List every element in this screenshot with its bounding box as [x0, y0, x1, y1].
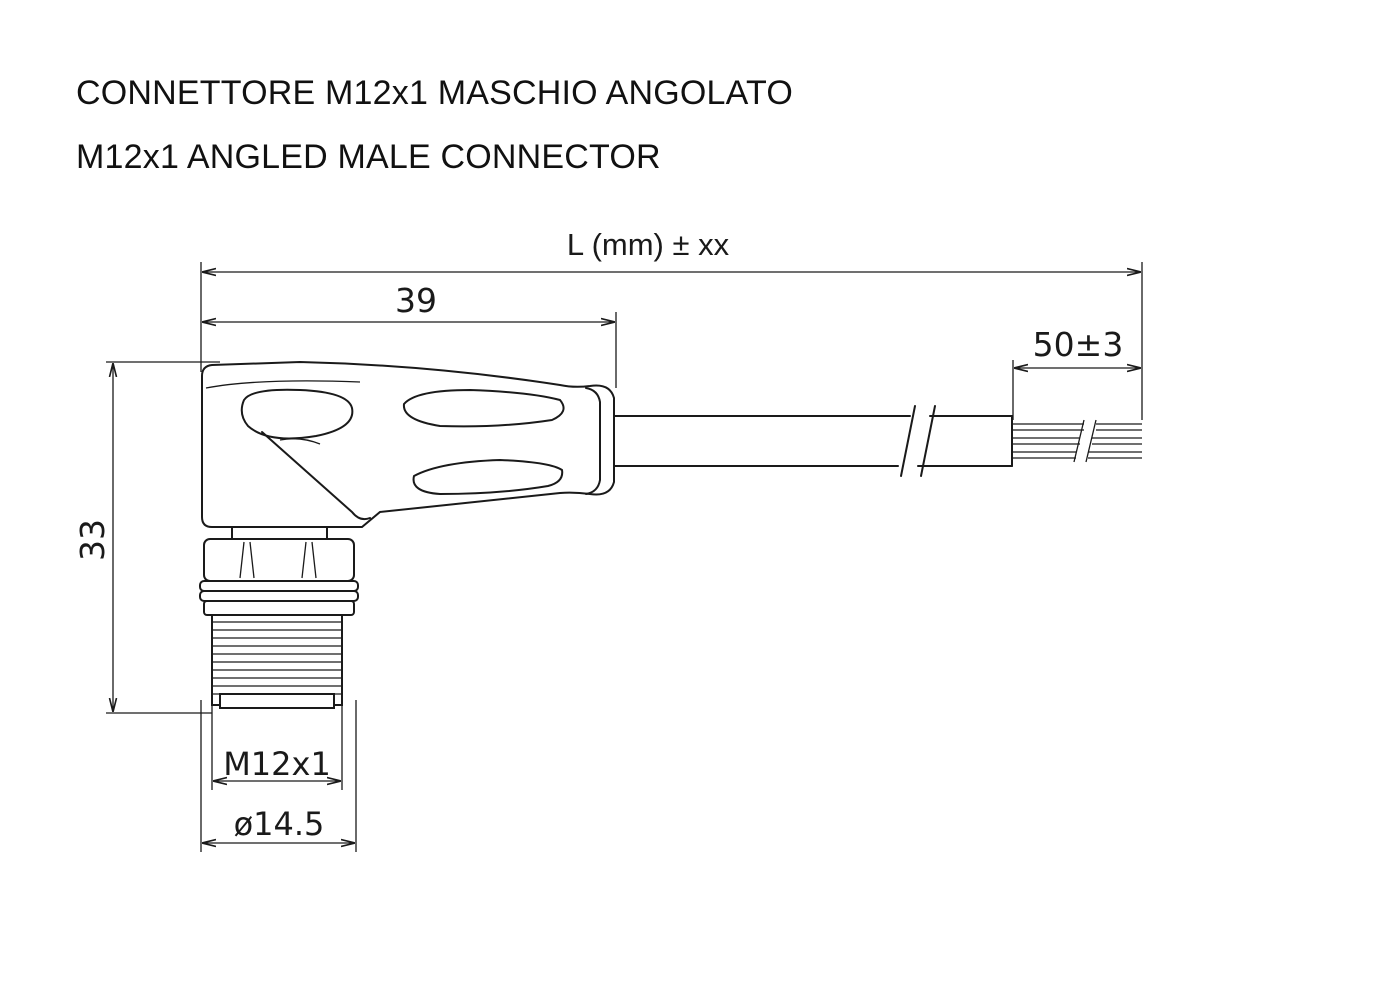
label-body-length: 39 [395, 281, 437, 320]
cable [611, 405, 1013, 477]
label-height: 33 [73, 519, 112, 561]
dimension-thread: M12x1 [214, 745, 340, 783]
coupling-nut [199, 526, 359, 616]
dimension-stripped-length: 50±3 [1015, 325, 1140, 368]
title-english: M12x1 ANGLED MALE CONNECTOR [76, 138, 661, 176]
label-diameter: ø14.5 [234, 805, 325, 843]
dimension-total-length: L (mm) ± xx [203, 227, 1140, 272]
label-total-length: L (mm) ± xx [567, 227, 730, 262]
wires [1012, 419, 1142, 463]
dimension-diameter: ø14.5 [203, 805, 354, 843]
label-stripped-length: 50±3 [1033, 325, 1124, 364]
connector-body [201, 360, 615, 528]
extension-lines [106, 262, 1143, 852]
title-italian: CONNETTORE M12x1 MASCHIO ANGOLATO [76, 74, 793, 112]
dimension-height: 33 [73, 364, 113, 711]
thread [211, 614, 343, 709]
label-thread: M12x1 [223, 745, 331, 783]
dimension-body-length: 39 [203, 281, 614, 322]
